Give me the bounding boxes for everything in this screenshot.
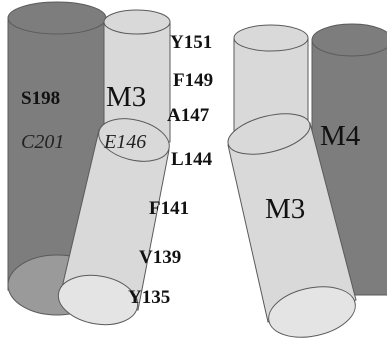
helix-right-back-top	[311, 23, 387, 57]
residue-a147: A147	[167, 105, 210, 126]
helix-right-front-top	[227, 113, 311, 155]
residue-y135: Y135	[128, 287, 170, 308]
helix-left-upper-top	[103, 9, 171, 35]
helix-right-front	[227, 113, 357, 338]
residue-c201: C201	[21, 131, 64, 153]
helix-left-front	[57, 118, 170, 326]
helix-left-back-top	[7, 1, 107, 35]
helix-label-m4: M4	[320, 120, 361, 152]
helix-label-m3-right: M3	[265, 193, 305, 225]
helix-right-front-bottom	[268, 286, 356, 338]
residue-f149: F149	[173, 70, 213, 91]
helix-right-upper-top	[233, 24, 309, 52]
helix-left-front-top	[98, 118, 170, 162]
residue-s198: S198	[21, 88, 60, 109]
helix-left-front-bottom	[57, 274, 139, 326]
helix-left-back	[7, 1, 107, 316]
residue-v139: V139	[139, 247, 181, 268]
residue-f141: F141	[149, 198, 189, 219]
helix-label-m3-left: M3	[106, 81, 146, 113]
residue-y151: Y151	[170, 32, 212, 53]
residue-l144: L144	[171, 149, 213, 170]
residue-e146: E146	[103, 131, 146, 153]
